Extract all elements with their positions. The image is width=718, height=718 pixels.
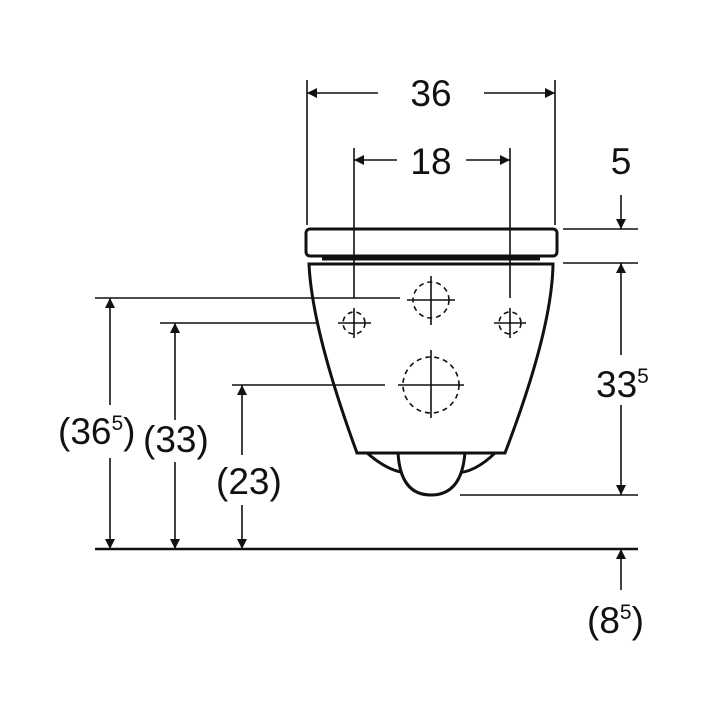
dim-floor-gap: (85) [587,600,644,641]
dim-left-middle: (33) [143,419,209,460]
dim-fixing-spacing: 18 [410,141,451,182]
fixing-holes [338,276,526,418]
dim-left-inner: (23) [216,461,282,502]
dim-left-outer: (365) [58,411,136,452]
dim-bowl-height: 335 [596,364,649,405]
bowl-trap [396,451,467,497]
dimension-lines [95,80,638,590]
dim-overall-width: 36 [410,73,451,114]
seat-lid [304,227,559,258]
dim-seat-thickness: 5 [611,141,632,182]
